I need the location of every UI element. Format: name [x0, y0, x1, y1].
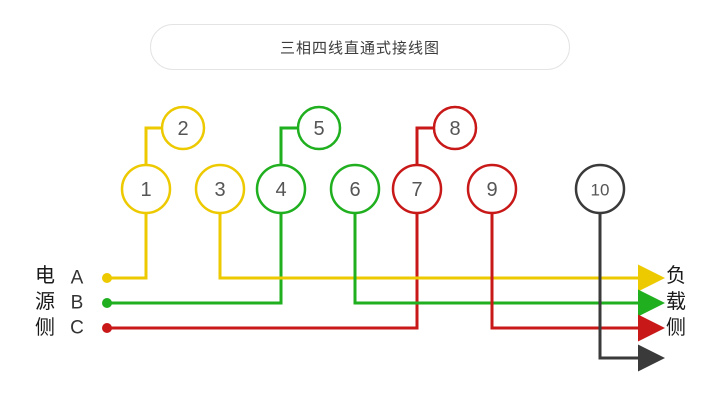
terminal-9-circle[interactable]	[466, 163, 518, 215]
terminal-6[interactable]: 6	[329, 163, 381, 215]
jumper-t8-to-t7	[415, 126, 434, 165]
wire-t6-to-load-b	[353, 213, 665, 317]
terminal-4[interactable]: 4	[255, 163, 307, 215]
wire-t10-to-load-neutral	[598, 213, 665, 372]
terminal-7-label: 7	[411, 179, 422, 201]
terminal-group: 1 2 3 4 5 6 7	[120, 105, 626, 215]
phase-label-c: C	[70, 318, 84, 339]
terminal-2-label: 2	[177, 118, 188, 140]
terminal-3-circle[interactable]	[194, 163, 246, 215]
load-side-caption: 负 载 侧	[666, 264, 686, 339]
terminal-jumpers	[144, 126, 434, 165]
page-title: 三相四线直通式接线图	[279, 39, 440, 57]
terminal-4-circle[interactable]	[255, 163, 307, 215]
terminal-9[interactable]: 9	[466, 163, 518, 215]
wire-t3-to-load-a	[218, 213, 665, 292]
terminal-3-label: 3	[214, 179, 225, 201]
terminal-2-circle[interactable]	[160, 105, 206, 151]
terminal-1-label: 1	[140, 179, 151, 201]
source-dot-a	[102, 273, 112, 283]
source-wires	[102, 213, 419, 333]
terminal-1[interactable]: 1	[120, 163, 172, 215]
terminal-3[interactable]: 3	[194, 163, 246, 215]
terminal-8-label: 8	[449, 118, 460, 140]
load-wires	[218, 213, 665, 372]
terminal-2[interactable]: 2	[160, 105, 206, 151]
wire-source-c-to-t7	[107, 213, 419, 330]
terminal-5-label: 5	[313, 118, 324, 140]
terminal-1-circle[interactable]	[120, 163, 172, 215]
wire-t9-to-load-c	[490, 213, 665, 342]
load-side-char-2: 载	[666, 290, 686, 313]
diagram-title-pill: 三相四线直通式接线图	[150, 24, 570, 70]
terminal-10[interactable]: 10	[574, 163, 626, 215]
jumper-t2-to-t1	[144, 126, 162, 165]
terminal-7[interactable]: 7	[391, 163, 443, 215]
terminal-5[interactable]: 5	[296, 105, 342, 151]
terminal-8[interactable]: 8	[432, 105, 478, 151]
terminal-7-circle[interactable]	[391, 163, 443, 215]
source-side-caption: 电 源 侧	[35, 264, 55, 339]
terminal-8-circle[interactable]	[432, 105, 478, 151]
load-side-char-3: 侧	[666, 316, 686, 339]
phase-label-b: B	[71, 293, 84, 314]
phase-label-a: A	[71, 268, 84, 289]
terminal-10-circle[interactable]	[574, 163, 626, 215]
source-side-char-3: 侧	[35, 316, 55, 339]
terminal-9-label: 9	[486, 179, 497, 201]
source-side-char-1: 电	[35, 264, 55, 287]
terminal-6-label: 6	[349, 179, 360, 201]
terminal-10-label: 10	[591, 181, 610, 200]
terminal-6-circle[interactable]	[329, 163, 381, 215]
wire-source-b-to-t4	[107, 213, 283, 305]
load-side-char-1: 负	[666, 264, 686, 287]
source-side-char-2: 源	[35, 290, 55, 313]
terminal-5-circle[interactable]	[296, 105, 342, 151]
wire-source-a-to-t1	[107, 213, 148, 280]
source-dot-b	[102, 298, 112, 308]
terminal-4-label: 4	[275, 179, 286, 201]
source-dot-c	[102, 323, 112, 333]
jumper-t5-to-t4	[279, 126, 298, 165]
source-phase-labels: A B C	[70, 268, 84, 339]
